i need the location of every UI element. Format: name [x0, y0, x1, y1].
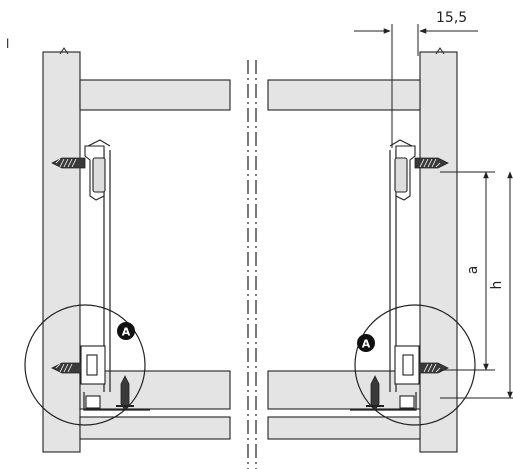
right-detail-circle	[354, 304, 476, 426]
left-callout-label: A	[122, 326, 131, 339]
left-detail-circle	[24, 304, 146, 426]
left-vertical-screw-icon	[120, 375, 130, 411]
dimension-h-label: h	[489, 281, 505, 290]
right-vertical-screw-icon	[370, 375, 380, 411]
left-callout: A	[117, 322, 135, 340]
right-half	[267, 47, 476, 453]
right-callout-label: A	[362, 338, 371, 351]
right-cabinet-wall	[419, 51, 458, 453]
right-callout: A	[357, 334, 375, 352]
dimension-15-5-label: 15,5	[436, 10, 467, 26]
left-upper-screw-icon	[51, 157, 86, 169]
right-base-strip	[267, 416, 421, 440]
left-half	[24, 47, 231, 453]
left-drawer-top-rail	[79, 79, 231, 111]
dimension-a-label: a	[465, 266, 481, 275]
right-drawer-top-rail	[267, 79, 421, 111]
left-cabinet-wall	[42, 51, 81, 453]
corner-mark: l	[6, 37, 9, 51]
dimension-lines	[354, 24, 513, 399]
left-base-strip	[79, 416, 231, 440]
